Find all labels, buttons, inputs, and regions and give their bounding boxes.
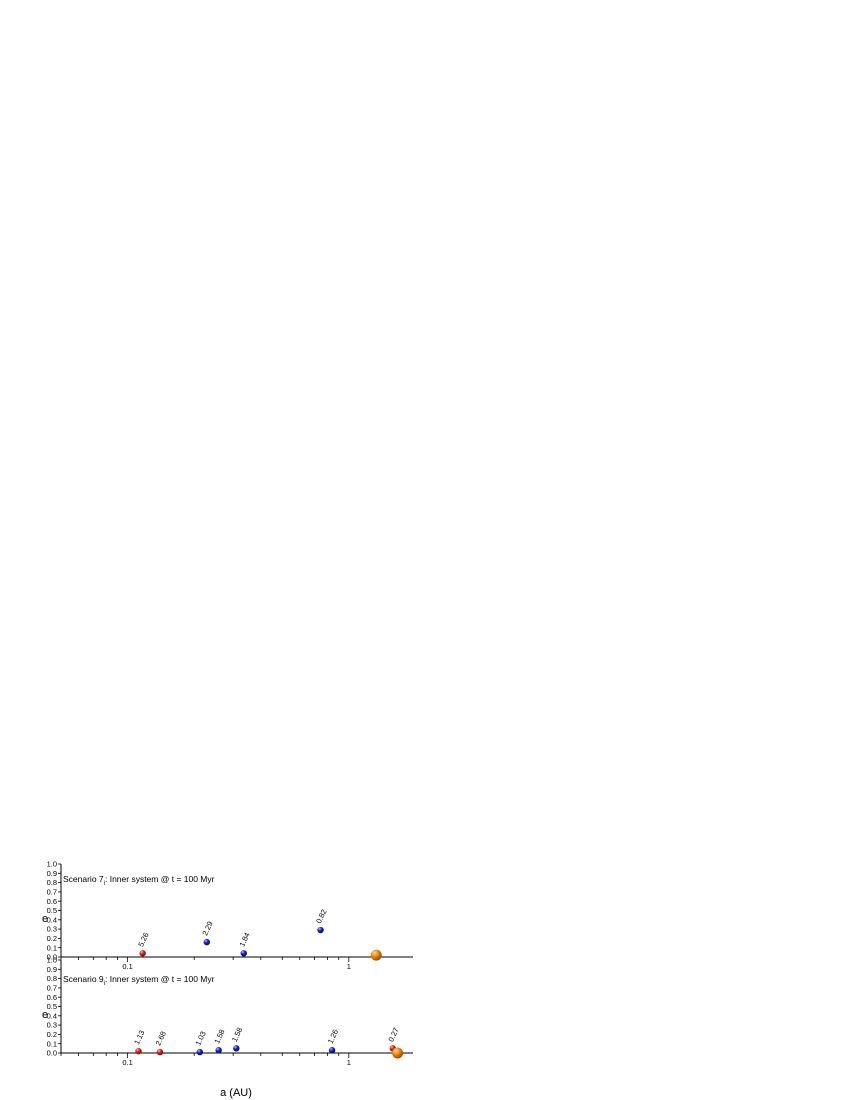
y-tick-label: 0.8 xyxy=(47,974,57,983)
red-planet-point xyxy=(156,1048,164,1056)
point-mass-label: 2.68 xyxy=(154,1030,168,1047)
panel-1-title: Scenario 7i: Inner system @ t = 100 Myr xyxy=(63,874,215,887)
y-tick-label: 0.8 xyxy=(47,878,57,887)
y-tick-label: 0.2 xyxy=(47,934,57,943)
x-tick-label: 1 xyxy=(347,962,351,971)
y-tick-label: 0.4 xyxy=(47,1011,57,1020)
blue-planet-point xyxy=(328,1047,336,1054)
y-tick-label: 0.3 xyxy=(47,1021,57,1030)
x-tick-label: 0.1 xyxy=(122,1058,132,1067)
y-tick-label: 0.5 xyxy=(47,1002,57,1011)
point-mass-label: 1.26 xyxy=(326,1028,340,1045)
orange-planet-point xyxy=(370,949,382,961)
y-tick-label: 0.1 xyxy=(47,943,57,952)
orange-planet-point xyxy=(392,1047,404,1059)
blue-planet-point xyxy=(196,1048,203,1056)
blue-planet-point xyxy=(233,1045,240,1052)
blue-planet-point xyxy=(215,1047,222,1054)
y-tick-label: 0.1 xyxy=(47,1039,57,1048)
point-mass-label: 1.13 xyxy=(132,1029,146,1046)
point-mass-label: 1.03 xyxy=(193,1030,207,1047)
red-planet-point xyxy=(139,950,146,957)
y-tick-label: 1.0 xyxy=(47,860,57,869)
red-planet-point xyxy=(135,1047,142,1055)
y-tick-label: 0.3 xyxy=(47,925,57,934)
y-tick-label: 1.0 xyxy=(47,956,57,965)
panel-1-points: 5.26 2.29 1.84 0.82 xyxy=(136,908,382,961)
point-mass-label: 5.26 xyxy=(136,931,150,948)
y-tick-label: 0.2 xyxy=(47,1030,57,1039)
y-tick-label: 0.4 xyxy=(47,915,57,924)
y-tick-label: 0.5 xyxy=(47,906,57,915)
panel-2-points: 1.13 2.68 1.03 1.58 1.58 1.26 0.27 xyxy=(132,1026,404,1059)
x-axis-label: a (AU) xyxy=(220,1087,252,1099)
point-mass-label: 0.27 xyxy=(386,1026,400,1043)
x-tick-label: 1 xyxy=(347,1058,351,1067)
y-tick-label: 0.6 xyxy=(47,993,57,1002)
y-tick-label: 0.7 xyxy=(47,984,57,993)
point-mass-label: 0.82 xyxy=(314,908,328,925)
y-tick-label: 0.7 xyxy=(47,888,57,897)
blue-planet-point xyxy=(317,926,324,934)
x-tick-label: 0.1 xyxy=(122,962,132,971)
point-mass-label: 2.29 xyxy=(200,920,214,937)
y-tick-label: 0.0 xyxy=(47,953,57,962)
panel-2-title: Scenario 9i: Inner system @ t = 100 Myr xyxy=(63,974,215,987)
point-mass-label: 1.84 xyxy=(237,931,251,948)
y-tick-label: 0.6 xyxy=(47,897,57,906)
blue-planet-point xyxy=(203,938,210,946)
blue-planet-point xyxy=(240,950,247,957)
y-tick-label: 0.9 xyxy=(47,869,57,878)
point-mass-label: 1.58 xyxy=(212,1028,226,1045)
point-mass-label: 1.58 xyxy=(230,1026,244,1043)
y-tick-label: 0.0 xyxy=(47,1049,57,1058)
panel-2-y-label: e xyxy=(42,1009,48,1021)
panel-1-y-label: e xyxy=(42,913,48,925)
y-tick-label: 0.9 xyxy=(47,965,57,974)
